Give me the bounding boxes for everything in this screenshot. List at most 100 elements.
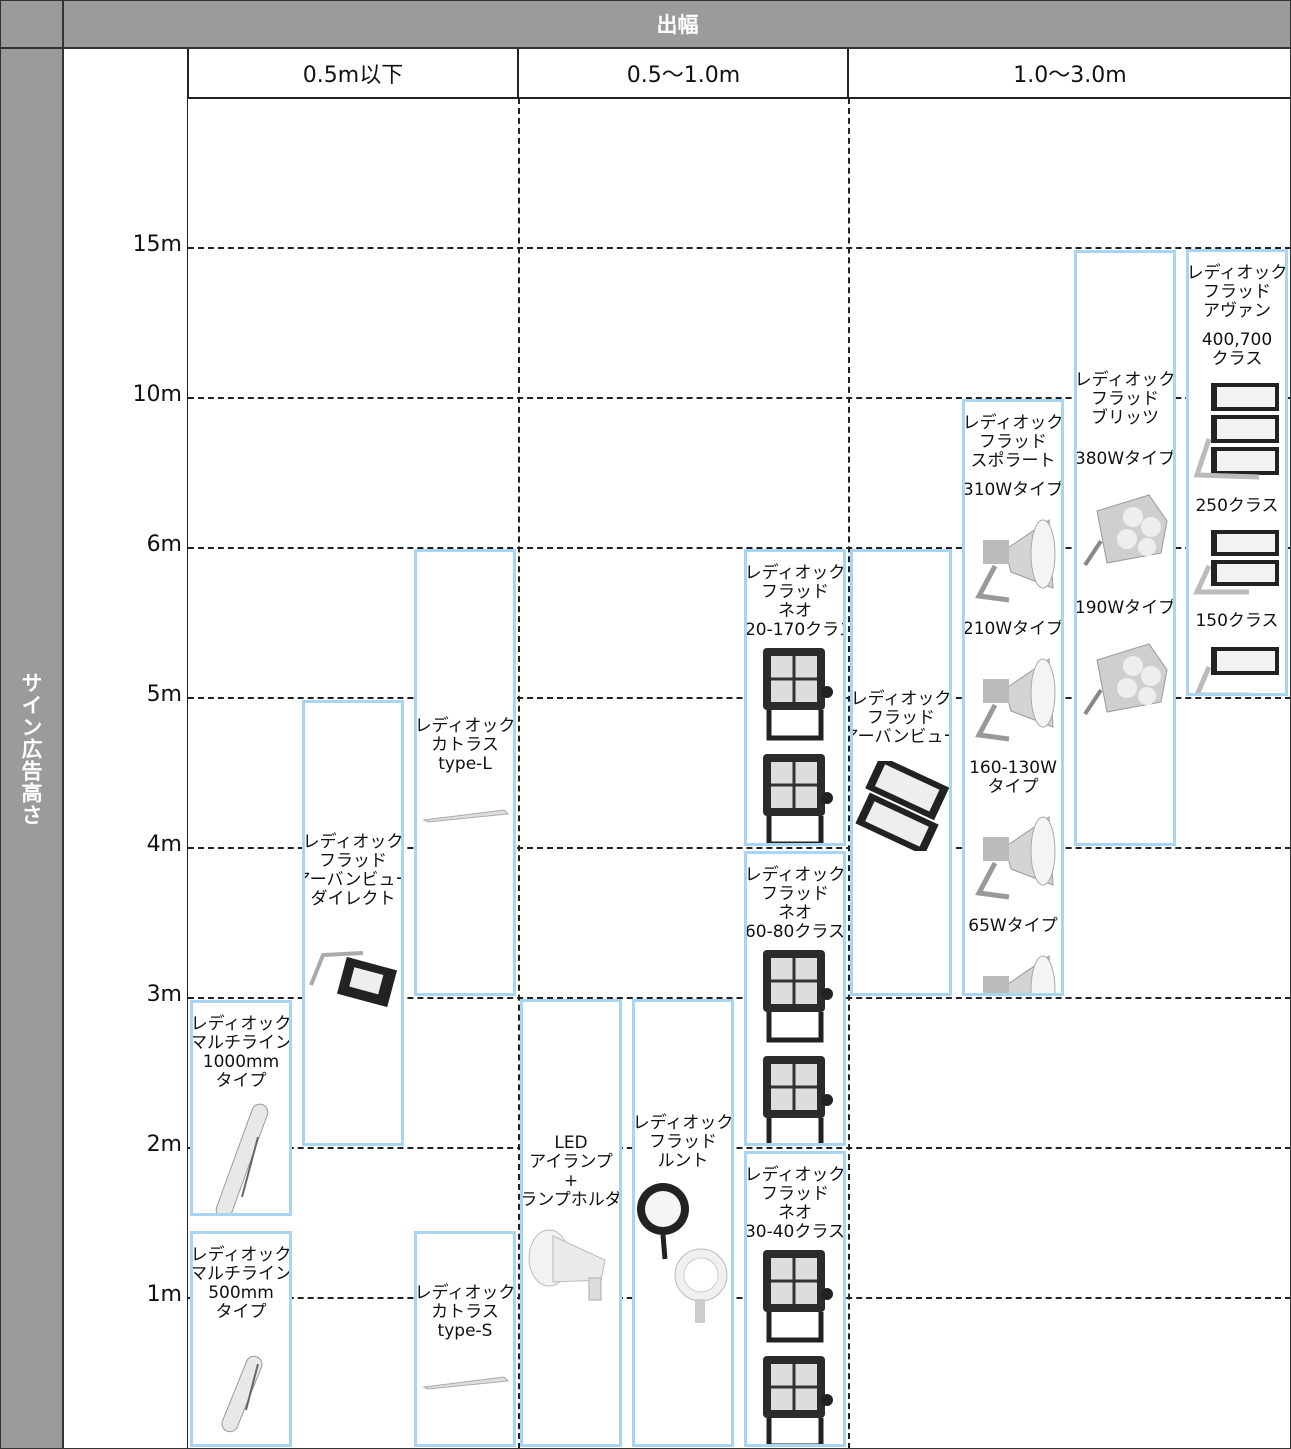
floodlight-dark-icon bbox=[757, 750, 833, 843]
column-divider bbox=[517, 49, 519, 99]
linear-bar-light-icon bbox=[420, 1371, 510, 1395]
product-box-flood-neo-120-170[interactable]: レディオックフラッドネオ120-170クラス bbox=[744, 549, 846, 846]
product-name: レディオックフラッドブリッツ bbox=[1074, 369, 1176, 428]
lamp-holder-icon bbox=[523, 1218, 619, 1312]
product-variant-label: 310Wタイプ bbox=[962, 480, 1064, 500]
product-box-flood-urbanview[interactable]: レディオックフラッドアーバンビュー bbox=[850, 549, 952, 996]
floodlight-dark-icon bbox=[757, 1246, 833, 1348]
label-line: カトラス bbox=[431, 735, 499, 755]
panel-stack-3-icon bbox=[1189, 379, 1285, 487]
height-gridline bbox=[188, 247, 1291, 249]
label-line: レディオック bbox=[1074, 369, 1176, 390]
silver-spotlight-icon bbox=[965, 649, 1061, 749]
label-line: フラッド bbox=[867, 708, 935, 728]
silver-spotlight-icon bbox=[965, 510, 1061, 610]
label-line: 30-40クラス bbox=[744, 1222, 846, 1242]
label-line: クラス bbox=[1211, 349, 1263, 369]
label-line: アーバンビュー bbox=[305, 869, 401, 890]
label-line: フラッド bbox=[761, 1184, 829, 1204]
column-header-0-5m-or-less: 0.5m以下 bbox=[188, 49, 518, 99]
label-line: レディオック bbox=[302, 831, 404, 852]
product-name: レディオックフラッドルント bbox=[632, 1112, 734, 1171]
label-line: マルチライン bbox=[190, 1264, 292, 1284]
panel-stack-2-icon bbox=[1189, 526, 1285, 602]
label-line: 380Wタイプ bbox=[1074, 448, 1176, 469]
label-line: レディオック bbox=[1186, 263, 1288, 283]
label-line: レディオック bbox=[414, 716, 516, 736]
column-header-0-5-1-0m: 0.5〜1.0m bbox=[519, 49, 848, 99]
sign-height-header-label: サイン広告高さ bbox=[19, 672, 43, 826]
floodlight-bracket-icon bbox=[305, 945, 401, 1014]
height-gridline bbox=[188, 1147, 1291, 1149]
floodlight-dark-icon bbox=[757, 946, 833, 1048]
label-line: ネオ bbox=[778, 903, 812, 923]
label-line: ランプホルダ bbox=[520, 1190, 622, 1210]
product-name: レディオックフラッドアーバンビューダイレクト bbox=[302, 831, 404, 909]
label-line: フラッド bbox=[1091, 388, 1159, 409]
label-line: レディオック bbox=[850, 689, 952, 709]
product-box-urbanview-direct[interactable]: レディオックフラッドアーバンビューダイレクト bbox=[302, 700, 404, 1146]
label-line: アヴァン bbox=[1203, 301, 1271, 321]
label-line: レディオック bbox=[744, 1165, 846, 1185]
label-line: レディオック bbox=[744, 563, 846, 583]
product-variant-label: 210Wタイプ bbox=[962, 619, 1064, 639]
product-box-flood-blitz[interactable]: レディオックフラッドブリッツ 380Wタイプ 190Wタイプ bbox=[1074, 250, 1176, 846]
label-line: アーバンビュー bbox=[853, 727, 949, 747]
tube-light-small-icon bbox=[206, 1350, 276, 1439]
product-box-flood-runt[interactable]: レディオックフラッドルント bbox=[632, 999, 734, 1447]
label-line: レディオック bbox=[190, 1245, 292, 1265]
label-line: タイプ bbox=[987, 777, 1039, 797]
label-line: レディオック bbox=[632, 1112, 734, 1133]
height-label: 10m bbox=[132, 382, 182, 407]
height-label: 15m bbox=[132, 232, 182, 257]
height-label: 5m bbox=[146, 682, 182, 707]
label-line: アイランプ bbox=[529, 1152, 613, 1172]
product-name: レディオックフラッドスポラート bbox=[962, 413, 1064, 471]
cluster-floodlight-icon bbox=[1077, 491, 1173, 577]
product-variant-label: 150クラス bbox=[1195, 612, 1278, 631]
label-line: スポラート bbox=[970, 451, 1056, 471]
product-variant-label: 190Wタイプ bbox=[1077, 598, 1173, 618]
floodlight-dark-icon bbox=[757, 1052, 833, 1143]
label-line: レディオック bbox=[962, 413, 1064, 433]
round-spotlight-icon bbox=[635, 1179, 731, 1333]
height-gridline bbox=[188, 997, 1291, 999]
label-line: 310Wタイプ bbox=[962, 480, 1064, 500]
product-variant-label: 65Wタイプ bbox=[968, 917, 1057, 936]
sign-height-header: サイン広告高さ bbox=[0, 49, 64, 1449]
product-name: レディオックフラッドアヴァン bbox=[1186, 263, 1288, 321]
label-line: 250クラス bbox=[1195, 496, 1279, 516]
silver-spotlight-icon bbox=[965, 807, 1061, 907]
label-line: 210Wタイプ bbox=[962, 619, 1064, 639]
height-gridline bbox=[188, 547, 1291, 549]
height-gridline bbox=[188, 397, 1291, 399]
tube-light-icon bbox=[206, 1097, 276, 1213]
product-variant-label: 380Wタイプ bbox=[1074, 448, 1176, 469]
column-header-1-0-3-0m: 1.0〜3.0m bbox=[849, 49, 1291, 99]
label-line: 400,700 bbox=[1201, 330, 1273, 350]
label-line: ネオ bbox=[778, 601, 812, 621]
label-line: フラッド bbox=[979, 432, 1047, 452]
label-line: フラッド bbox=[761, 582, 829, 602]
floodlight-tilted-icon bbox=[853, 755, 949, 856]
corner-cell bbox=[0, 0, 64, 49]
label-line: フラッド bbox=[319, 850, 387, 871]
panel-stack-1-icon bbox=[1189, 641, 1285, 693]
product-name: レディオックフラッドアーバンビュー bbox=[850, 689, 952, 747]
